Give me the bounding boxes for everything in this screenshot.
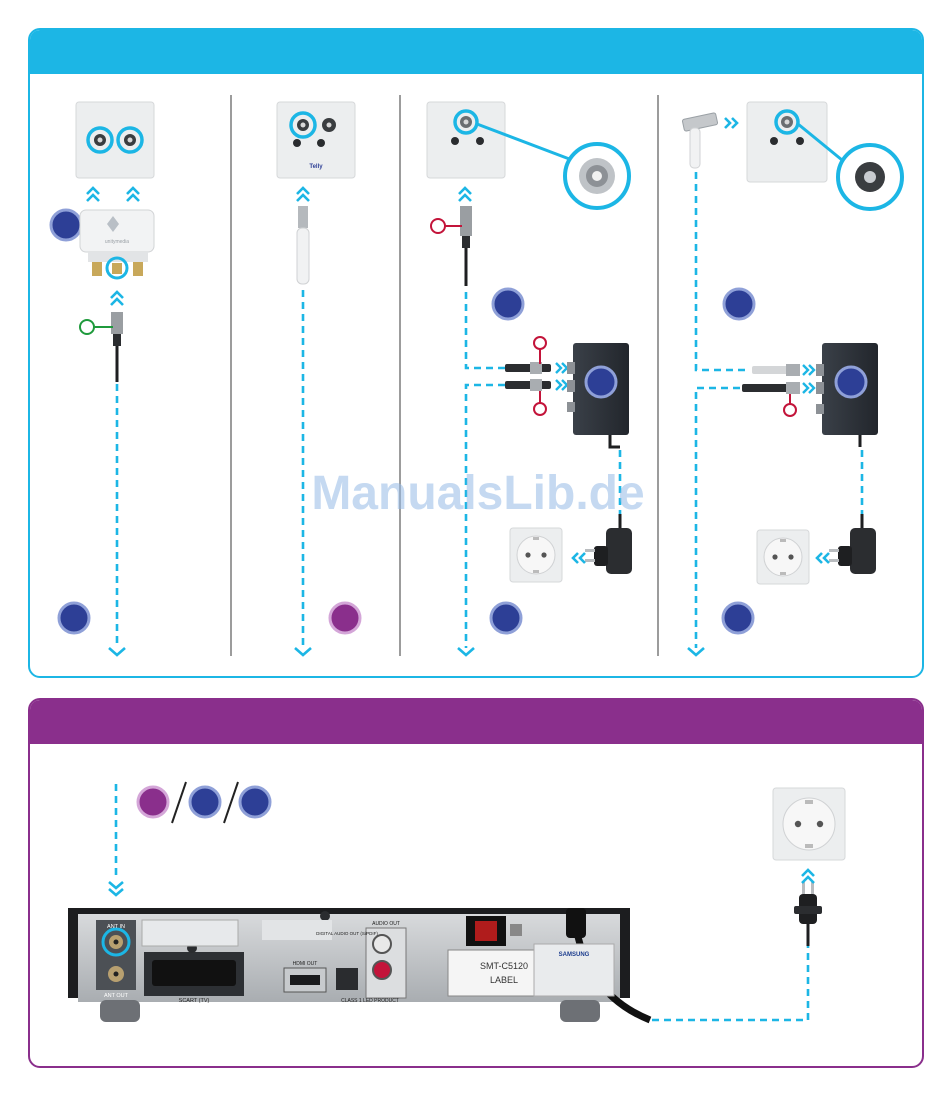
- wall-plate-logo-text: Telly: [309, 164, 323, 170]
- power-cable-dashed: [652, 946, 808, 1020]
- up-chevrons-icon: [297, 188, 309, 201]
- column-b: Telly: [277, 102, 360, 655]
- power-outlet: [773, 788, 845, 860]
- up-chevrons-icon: [802, 870, 814, 883]
- audio-out-label: AUDIO OUT: [372, 921, 400, 927]
- column-d: [682, 102, 902, 655]
- ant-in-label: ANT IN: [107, 924, 125, 930]
- amplifier-plugs: [742, 364, 800, 416]
- badge-blue: [240, 787, 270, 817]
- ant-out-label: ANT OUT: [104, 993, 129, 999]
- up-chevrons-icon: [87, 188, 139, 201]
- splitter-device: unitymedia: [80, 210, 154, 278]
- badge-purple: [330, 603, 360, 633]
- down-chevron-icon: [688, 648, 704, 655]
- badge-blue: [836, 367, 866, 397]
- amplifier-plugs: [505, 337, 551, 415]
- column-a: unitymedia: [51, 102, 154, 655]
- power-adapter: [585, 514, 632, 574]
- wall-socket-triple: [427, 102, 572, 178]
- hdmi-label: HDMI OUT: [293, 961, 318, 967]
- digital-audio-label: DIGITAL AUDIO OUT (S/PDIF): [316, 931, 378, 936]
- zoom-connector-icon: [565, 144, 629, 208]
- power-outlet: [757, 530, 809, 584]
- coax-plug-green: [80, 312, 123, 382]
- amplifier-box: [816, 343, 878, 447]
- down-chevrons-icon: [109, 882, 123, 895]
- splitter-logo-text: unitymedia: [105, 239, 129, 245]
- zoom-connector-icon: [838, 145, 902, 209]
- brand-label: SAMSUNG: [559, 952, 590, 958]
- right-chevrons-icon: [556, 363, 567, 390]
- receiver-back-panel: SMT-C5120 LABEL SAMSUNG ANT IN ANT OUT S…: [68, 908, 650, 1022]
- badge-blue: [190, 787, 220, 817]
- right-chevrons-icon: [725, 118, 737, 128]
- badge-blue: [724, 289, 754, 319]
- down-chevron-icon: [295, 648, 311, 655]
- up-chevrons-icon: [459, 188, 471, 201]
- angled-plug: [682, 113, 718, 168]
- power-adapter: [829, 514, 876, 574]
- receiver-section: SMT-C5120 LABEL SAMSUNG ANT IN ANT OUT S…: [68, 782, 845, 1022]
- right-chevrons-icon: [803, 365, 814, 393]
- badge-blue: [491, 603, 521, 633]
- laser-class-label: CLASS 1 LED PRODUCT: [341, 998, 399, 1004]
- up-chevrons-icon: [111, 292, 123, 305]
- legend-badges: [138, 782, 270, 823]
- amplifier-box: [567, 343, 629, 447]
- left-chevrons-icon: [817, 553, 829, 563]
- badge-purple: [138, 787, 168, 817]
- wall-socket-dual: [76, 102, 154, 178]
- cable-dashed: [696, 172, 750, 370]
- wall-socket-triple: Telly: [277, 102, 355, 178]
- watermark-text: ManualsLib.de: [288, 466, 668, 521]
- model-label-line2: LABEL: [490, 975, 518, 985]
- badge-blue: [493, 289, 523, 319]
- badge-blue: [723, 603, 753, 633]
- power-plug: [794, 882, 822, 946]
- down-chevron-icon: [458, 648, 474, 655]
- down-chevron-icon: [109, 648, 125, 655]
- model-label-line1: SMT-C5120: [480, 961, 528, 971]
- power-outlet: [510, 528, 562, 582]
- wall-socket-triple: [747, 102, 842, 182]
- badge-blue: [586, 367, 616, 397]
- left-chevrons-icon: [573, 553, 585, 563]
- scart-label: SCART (TV): [179, 998, 210, 1004]
- badge-blue: [59, 603, 89, 633]
- coax-plug-red: [431, 206, 472, 286]
- badge-blue: [51, 210, 81, 240]
- coax-plug-plain: [297, 206, 309, 284]
- column-c: [427, 102, 632, 655]
